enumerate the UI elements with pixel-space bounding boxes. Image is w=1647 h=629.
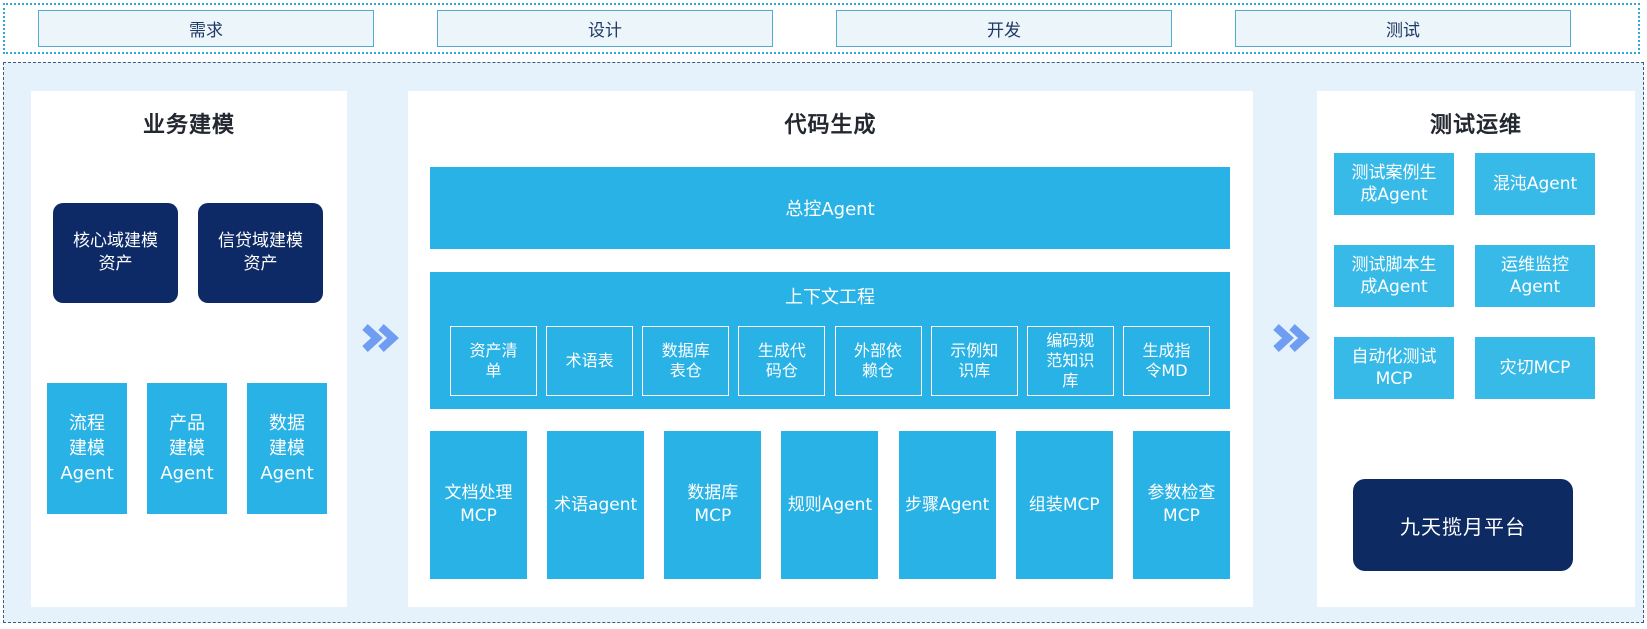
node-asset-inventory: 资产清 单 — [450, 326, 537, 396]
context-engineering-title: 上下文工程 — [785, 287, 875, 308]
node-chaos-agent: 混沌Agent — [1475, 153, 1595, 215]
node-disaster-switch-mcp: 灾切MCP — [1475, 337, 1595, 399]
phase-bar: 需求 设计 开发 测试 — [3, 3, 1640, 54]
panel-title-test-ops: 测试运维 — [1429, 113, 1522, 138]
node-test-case-gen-agent: 测试案例生 成Agent — [1334, 153, 1454, 215]
node-generated-code-repo: 生成代 码仓 — [738, 326, 826, 396]
node-assembly-mcp: 组装MCP — [1015, 431, 1113, 579]
panel-title-code-generation: 代码生成 — [784, 113, 877, 138]
node-database-mcp: 数据库 MCP — [664, 431, 762, 579]
double-chevron-right-icon — [1272, 323, 1310, 353]
node-external-deps-repo: 外部依 赖仓 — [834, 326, 922, 396]
node-process-modeling-agent: 流程 建模 Agent — [47, 383, 127, 514]
phase-box-requirements: 需求 — [38, 10, 374, 47]
panel-test-ops: 测试运维 测试案例生 成Agent 混沌Agent 测试脚本生 成Agent 运… — [1317, 91, 1635, 607]
node-master-agent: 总控Agent — [430, 167, 1230, 249]
panel-code-generation: 代码生成 总控Agent 上下文工程 资产清 单 术语表 数据库 表仓 生成代 … — [408, 91, 1253, 607]
phase-box-design: 设计 — [437, 10, 773, 47]
context-engineering-group: 上下文工程 资产清 单 术语表 数据库 表仓 生成代 码仓 外部依 赖仓 示例知… — [430, 272, 1230, 409]
node-coding-standard-kb: 编码规 范知识 库 — [1026, 326, 1114, 396]
node-db-table-repo: 数据库 表仓 — [642, 326, 730, 396]
context-engineering-items: 资产清 单 术语表 数据库 表仓 生成代 码仓 外部依 赖仓 示例知 识库 编码… — [450, 326, 1210, 396]
node-ops-monitoring-agent: 运维监控 Agent — [1475, 245, 1595, 307]
main-container: 业务建模 核心域建模 资产 信贷域建模 资产 流程 建模 Agent 产品 建模… — [3, 62, 1644, 623]
phase-box-development: 开发 — [836, 10, 1172, 47]
node-glossary: 术语表 — [546, 326, 634, 396]
node-rule-agent: 规则Agent — [781, 431, 879, 579]
phase-box-testing: 测试 — [1235, 10, 1571, 47]
panel-title-business-modeling: 业务建模 — [142, 113, 235, 138]
node-step-agent: 步骤Agent — [898, 431, 996, 579]
node-test-script-gen-agent: 测试脚本生 成Agent — [1334, 245, 1454, 307]
node-terminology-agent: 术语agent — [547, 431, 645, 579]
node-doc-processing-mcp: 文档处理 MCP — [430, 431, 527, 579]
code-generation-tools-row: 文档处理 MCP 术语agent 数据库 MCP 规则Agent 步骤Agent… — [430, 431, 1230, 579]
node-example-knowledge-base: 示例知 识库 — [930, 326, 1018, 396]
modeling-asset-row: 核心域建模 资产 信贷域建模 资产 — [53, 203, 323, 303]
node-credit-domain-assets: 信贷域建模 资产 — [198, 203, 323, 303]
node-automated-test-mcp: 自动化测试 MCP — [1334, 337, 1454, 399]
modeling-agent-row: 流程 建模 Agent 产品 建模 Agent 数据 建模 Agent — [47, 383, 327, 514]
node-product-modeling-agent: 产品 建模 Agent — [147, 383, 227, 514]
test-ops-grid: 测试案例生 成Agent 混沌Agent 测试脚本生 成Agent 运维监控 A… — [1334, 153, 1595, 399]
node-jiutian-lanyue-platform: 九天揽月平台 — [1353, 479, 1573, 571]
double-chevron-right-icon — [361, 323, 399, 353]
panel-business-modeling: 业务建模 核心域建模 资产 信贷域建模 资产 流程 建模 Agent 产品 建模… — [31, 91, 347, 607]
node-core-domain-assets: 核心域建模 资产 — [53, 203, 178, 303]
node-data-modeling-agent: 数据 建模 Agent — [247, 383, 327, 514]
node-generation-instruction-md: 生成指 令MD — [1122, 326, 1210, 396]
node-param-check-mcp: 参数检查 MCP — [1132, 431, 1230, 579]
